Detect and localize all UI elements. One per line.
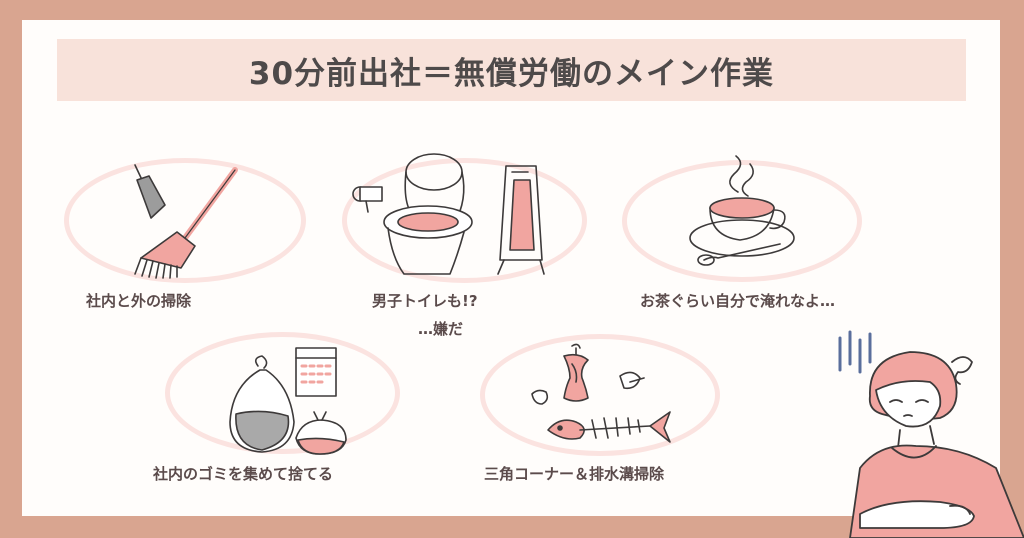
label-food-waste: 三角コーナー＆排水溝掃除 [484,465,665,483]
label-garbage: 社内のゴミを集めて捨てる [153,465,334,483]
oval-cleaning [64,158,306,283]
oval-tea [622,160,862,282]
title-banner: 30分前出社＝無償労働のメイン作業 [57,39,966,101]
label-tea: お茶ぐらい自分で淹れなよ… [640,292,836,310]
tired-woman-icon [838,330,1024,538]
label-toilet-sub: …嫌だ [418,320,464,338]
garbage-bags-icon [229,347,347,455]
page-title: 30分前出社＝無償労働のメイン作業 [248,55,775,92]
toilet-urinal-icon [352,153,545,275]
broom-dustpan-icon [134,164,238,279]
label-toilet: 男子トイレも!? [372,292,478,310]
oval-garbage [165,332,400,454]
label-cleaning: 社内と外の掃除 [86,292,192,310]
oval-food-waste [480,334,720,456]
food-waste-icon [531,343,671,443]
tea-cup-icon [689,155,795,266]
oval-toilet [342,158,587,283]
